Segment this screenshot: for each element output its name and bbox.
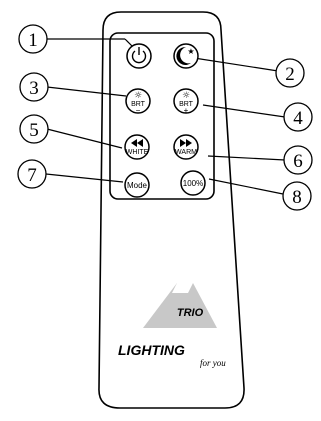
brand-name: LIGHTING <box>118 342 185 358</box>
night-button[interactable]: ★ <box>173 43 199 69</box>
brightness-down-button[interactable]: ☼ BRT − <box>125 88 151 115</box>
leader-line-8 <box>208 178 284 195</box>
mode-label: Mode <box>127 181 148 190</box>
leader-line-5 <box>46 128 123 149</box>
minus-sign: − <box>136 106 141 115</box>
callout-6: 6 <box>283 145 313 175</box>
full-brightness-label: 100% <box>183 179 203 188</box>
power-icon <box>131 47 147 64</box>
callout-7: 7 <box>17 159 47 189</box>
callout-2: 2 <box>275 58 305 88</box>
callout-5: 5 <box>19 114 49 144</box>
brightness-down-label: BRT <box>131 101 146 108</box>
power-button[interactable] <box>126 43 152 69</box>
callout-3-label: 3 <box>29 78 39 99</box>
leader-line-7 <box>45 173 124 183</box>
callout-3: 3 <box>19 72 49 102</box>
logo-triangle <box>143 283 217 328</box>
callout-2-label: 2 <box>285 64 295 85</box>
sun-icon: ☼ <box>134 91 142 101</box>
plus-sign: + <box>184 106 189 115</box>
callout-1-label: 1 <box>28 30 38 51</box>
svg-text:★: ★ <box>187 47 194 56</box>
callout-8: 8 <box>282 181 312 211</box>
callout-7-label: 7 <box>27 165 37 186</box>
warm-label: WARM <box>175 149 197 156</box>
full-brightness-button[interactable]: 100% <box>180 170 206 196</box>
callout-4-label: 4 <box>293 108 303 129</box>
leader-line-3 <box>46 86 127 97</box>
leader-line-2 <box>193 57 279 72</box>
sun-icon: ☼ <box>182 91 190 101</box>
callouts: 1 2 3 4 5 6 7 8 <box>17 24 313 211</box>
white-label: WHITE <box>126 149 149 156</box>
callout-6-label: 6 <box>293 151 303 172</box>
brightness-up-label: BRT <box>179 101 194 108</box>
callout-4: 4 <box>283 102 313 132</box>
brand-logo: TRIO <box>143 283 217 328</box>
leader-line-4 <box>202 104 286 118</box>
fast-forward-icon <box>180 139 192 147</box>
callout-8-label: 8 <box>292 187 302 208</box>
rewind-icon <box>131 139 143 147</box>
logo-text: TRIO <box>177 307 204 319</box>
mode-button[interactable]: Mode <box>124 172 150 198</box>
callout-5-label: 5 <box>29 120 39 141</box>
brightness-up-button[interactable]: ☼ BRT + <box>173 88 199 115</box>
brand-tagline: for you <box>200 358 226 368</box>
leader-line-6 <box>207 155 286 161</box>
callout-1: 1 <box>18 24 48 54</box>
moon-star-icon: ★ <box>176 46 195 65</box>
white-button[interactable]: WHITE <box>124 134 150 160</box>
leader-lines <box>45 38 286 195</box>
warm-button[interactable]: WARM <box>173 134 199 160</box>
